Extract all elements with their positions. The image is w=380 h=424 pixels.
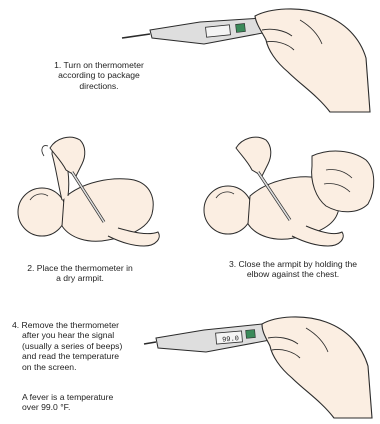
fever-note-line-2: over 99.0 °F. [22,402,152,412]
fever-note-line-1: A fever is a temperature [22,392,152,402]
step-4-line-2: after you hear the signal [12,330,152,340]
hand-1 [255,9,370,112]
step-4-line-5: on the screen. [12,362,152,372]
panel-3-illustration [204,137,374,246]
step-4-caption: 4. Remove the thermometer after you hear… [12,320,152,372]
step-1-line-2: according to package [34,70,164,80]
fever-note: A fever is a temperature over 99.0 °F. [22,392,152,413]
step-4-line-4: and read the temperature [12,351,152,361]
step-1-caption: 1. Turn on thermometer according to pack… [34,60,164,91]
step-1-line-3: directions. [34,81,164,91]
step-2-line-1: 2. Place the thermometer in [10,263,150,273]
step-3-caption: 3. Close the armpit by holding the elbow… [210,259,376,280]
panel-4-illustration: 99.0 [144,317,372,418]
step-2-caption: 2. Place the thermometer in a dry armpit… [10,263,150,284]
panel-2-illustration [18,137,159,246]
step-3-line-2: elbow against the chest. [210,269,376,279]
step-3-line-1: 3. Close the armpit by holding the [210,259,376,269]
step-4-line-3: (usually a series of beeps) [12,341,152,351]
hand-4 [262,317,372,418]
step-4-line-1: 4. Remove the thermometer [12,320,152,330]
step-1-line-1: 1. Turn on thermometer [34,60,164,70]
thermometer-reading: 99.0 [222,335,239,344]
thermometer-1 [122,18,268,44]
step-2-line-2: a dry armpit. [10,273,150,283]
thermometer-4: 99.0 [144,324,270,352]
